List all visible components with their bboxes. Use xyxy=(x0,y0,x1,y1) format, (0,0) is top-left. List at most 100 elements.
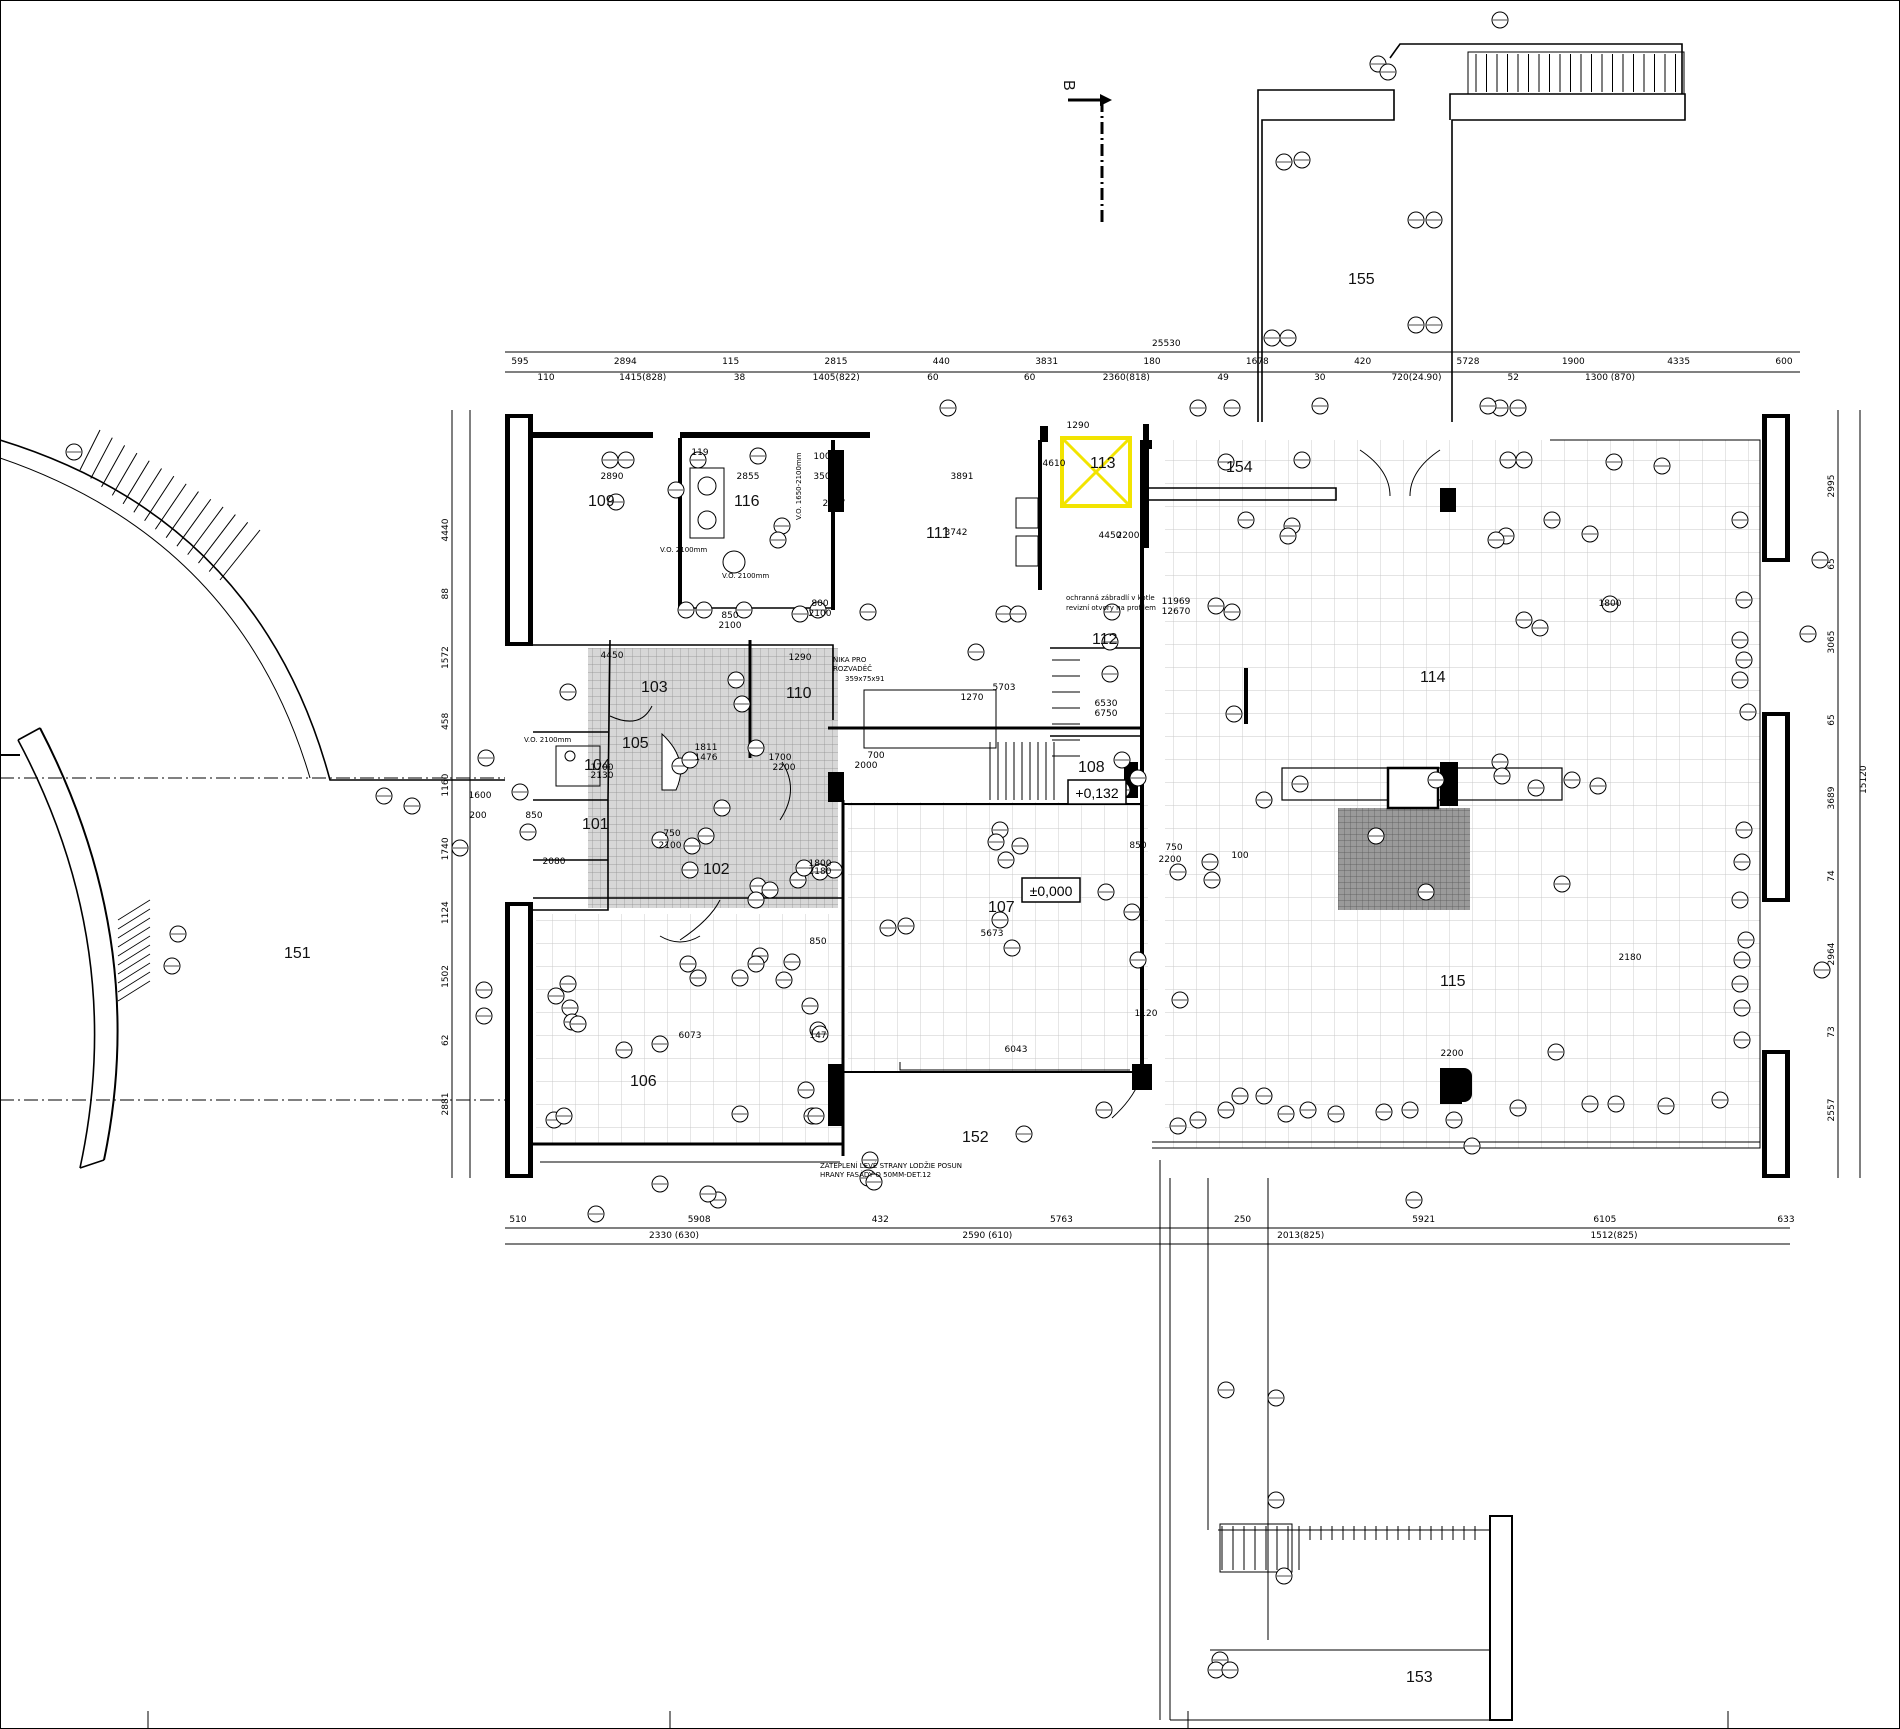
dim-interior-text: 1476 xyxy=(695,753,718,763)
dimLeft-text: 1160 xyxy=(441,773,451,796)
dim-interior-text: 2200 xyxy=(1159,855,1182,865)
dimLeft-text: 4440 xyxy=(441,518,451,541)
room-110-label: 110 xyxy=(786,685,812,702)
room-108-label: 108 xyxy=(1078,759,1105,776)
dim-interior-text: 1811 xyxy=(695,743,718,753)
dim-interior-text: 6073 xyxy=(679,1031,702,1041)
dim-interior-text: 6043 xyxy=(1005,1045,1028,1055)
dim-interior-text: 119 xyxy=(691,448,708,458)
dim-interior-text: 850 xyxy=(721,611,738,621)
dimRight-text: 65 xyxy=(1827,714,1837,725)
dim-interior-text: 1800 xyxy=(809,859,832,869)
section-marker: B xyxy=(1060,80,1112,225)
dimTop-text: 115 xyxy=(722,357,739,367)
dim-interior-text: 1800 xyxy=(1599,599,1622,609)
dim-interior-text: 850 xyxy=(525,811,542,821)
dimLeft-text: 88 xyxy=(441,588,451,600)
room-112-label: 112 xyxy=(1092,631,1118,648)
room-104-label: 104 xyxy=(584,757,611,774)
room-113-label: 113 xyxy=(1090,455,1116,472)
dimTopSub-text: 60 xyxy=(927,373,939,383)
dimTop-text: 2894 xyxy=(614,357,637,367)
dim-interior-text: 2200 xyxy=(1441,1049,1464,1059)
dimRight-text: 73 xyxy=(1827,1026,1837,1037)
dim-interior-text: 800 xyxy=(811,599,828,609)
note-vo-3: V.O. 2100mm xyxy=(524,736,571,744)
dimBottom-text: 5908 xyxy=(688,1215,711,1225)
dim-interior-text: 2100 xyxy=(659,841,682,851)
dimTopSub-text: 30 xyxy=(1314,373,1326,383)
dimLeft-text: 1124 xyxy=(441,901,451,924)
section-label: B xyxy=(1060,80,1077,91)
floor-tiling xyxy=(536,440,1760,1148)
dimLeft-text: 1740 xyxy=(441,837,451,860)
dim-interior-text: 2890 xyxy=(601,472,624,482)
dimTop-text: 1678 xyxy=(1246,357,1269,367)
note-nb-2: revizní otvory na profilem xyxy=(1066,604,1156,612)
dim-interior-text: 1600 xyxy=(469,791,492,801)
note-vo-1: V.O. 2100mm xyxy=(660,546,707,554)
dim-interior-text: 4610 xyxy=(1043,459,1066,469)
stair-south xyxy=(1221,1526,1476,1570)
dimTop-text: 3831 xyxy=(1035,357,1058,367)
room-103-label: 103 xyxy=(641,679,668,696)
interior-walls xyxy=(533,438,1761,1163)
stair-108 xyxy=(989,659,1080,800)
door-swings xyxy=(609,449,1441,1119)
room-153-label: 153 xyxy=(1406,1669,1433,1686)
stair-west xyxy=(79,429,261,1002)
dim-interior-text: 2200 xyxy=(1117,531,1140,541)
dim-interior-text: 2180 xyxy=(809,867,832,877)
dimBottom-text: 5763 xyxy=(1050,1215,1073,1225)
dim-interior-text: 2130 xyxy=(591,771,614,781)
dimRight-text: 3065 xyxy=(1827,631,1837,654)
dim-interior-text: 1290 xyxy=(789,653,812,663)
dimTopSub-text: 1300 (870) xyxy=(1585,373,1635,383)
level-upper: +0,132 xyxy=(1075,785,1118,801)
dimTopSub-text: 60 xyxy=(1024,373,1036,383)
room-115-label: 115 xyxy=(1440,973,1466,990)
dimRight-text: 74 xyxy=(1827,870,1837,882)
fixtures xyxy=(555,436,1472,1102)
dim-interior-text: 2080 xyxy=(543,857,566,867)
dimLeft-text: 458 xyxy=(441,712,451,729)
room-109-label: 109 xyxy=(588,493,615,510)
dim-interior-text: 2180 xyxy=(1619,953,1642,963)
dim-interior-text: 200 xyxy=(469,811,486,821)
dim-interior-text: 350 xyxy=(813,472,830,482)
dimLeft-text: 1572 xyxy=(441,646,451,669)
dimBottomSub-text: 1512(825) xyxy=(1590,1231,1637,1241)
dimBottom-text: 510 xyxy=(509,1215,526,1225)
level-main: ±0,000 xyxy=(1030,883,1073,899)
dim-interior-text: 2855 xyxy=(737,472,760,482)
dimRight-text: 3689 xyxy=(1827,786,1837,809)
dimLeft-text: 62 xyxy=(441,1034,451,1045)
dimTopSub-text: 1415(828) xyxy=(619,373,666,383)
room-114-label: 114 xyxy=(1420,669,1446,686)
note-nika-size: 359x75x91 xyxy=(845,675,884,683)
dim-interior-text: 100 xyxy=(1231,851,1248,861)
dim-interior-text: 2000 xyxy=(855,761,878,771)
element-tags xyxy=(65,11,1831,1679)
room-102-label: 102 xyxy=(703,861,730,878)
dim-interior-text: 100 xyxy=(813,452,830,462)
dim-interior-text: 6750 xyxy=(1095,709,1118,719)
stair-north xyxy=(1475,54,1676,92)
dim-interior-text: 4450 xyxy=(1099,531,1122,541)
dimTop-text: 4335 xyxy=(1667,357,1690,367)
terrace-155-outline xyxy=(1257,43,1686,422)
dim-interior-text: 850 xyxy=(809,937,826,947)
room-107-label: 107 xyxy=(988,899,1015,916)
dim-interior-text: 1270 xyxy=(961,693,984,703)
dimBottom-text: 6105 xyxy=(1593,1215,1616,1225)
dimBottomSub-text: 2590 (610) xyxy=(962,1231,1012,1241)
dim-interior-text: 12670 xyxy=(1162,607,1191,617)
dim-interior-text: 2100 xyxy=(719,621,742,631)
room-152-label: 152 xyxy=(962,1129,989,1146)
dimBottomSub-text: 2330 (630) xyxy=(649,1231,699,1241)
dimTopSub-text: 110 xyxy=(537,373,554,383)
dimRight-text: 2964 xyxy=(1827,942,1837,965)
dim-right-total: 15120 xyxy=(1859,765,1869,794)
